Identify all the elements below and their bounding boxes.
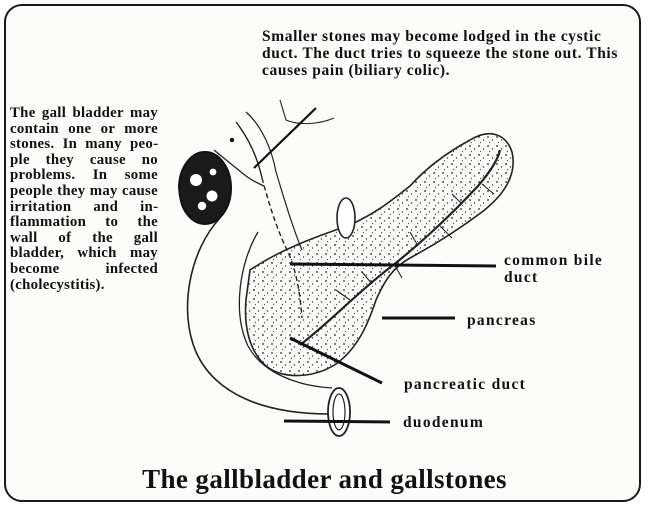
duodenum-tube-upper xyxy=(337,198,355,238)
label-pancreatic-duct: pancreatic duct xyxy=(404,376,526,393)
label-duodenum: duodenum xyxy=(403,414,484,431)
callout-top-text: Smaller stones may become lodged in the … xyxy=(262,28,622,79)
label-pancreas: pancreas xyxy=(467,312,537,329)
label-common-bile-duct: common bile duct xyxy=(504,252,624,286)
leader-duodenum xyxy=(284,421,390,422)
pancreas-shape xyxy=(246,134,514,376)
figure-title: The gallbladder and gallstones xyxy=(0,464,649,495)
gallbladder-shape xyxy=(177,152,231,224)
leader-cbd xyxy=(290,264,496,266)
duodenum-tube-lower xyxy=(328,388,350,436)
callout-left-text: The gall blad­der may con­tain one or mo… xyxy=(10,106,158,293)
